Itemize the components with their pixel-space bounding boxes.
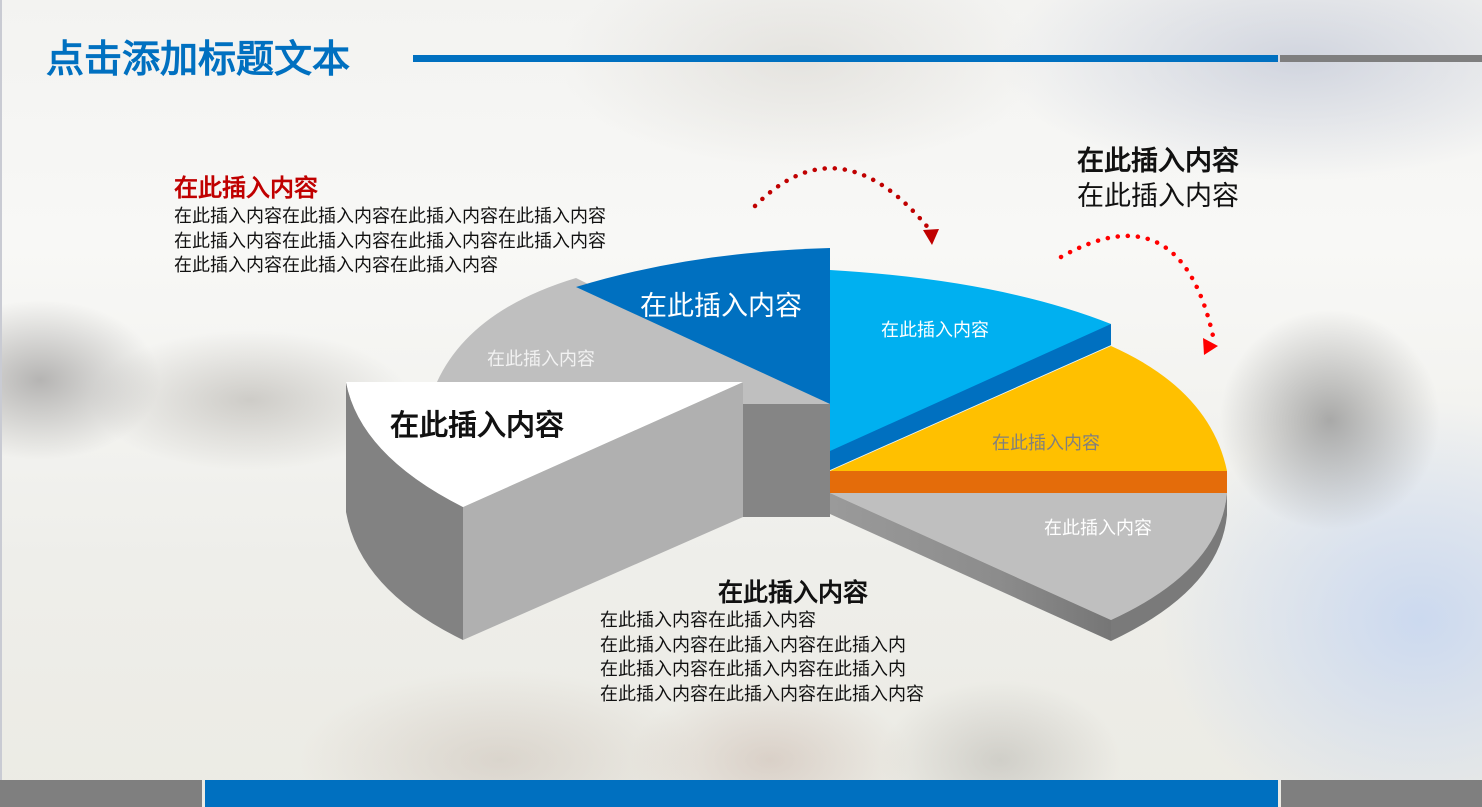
pie-label-cyan: 在此插入内容: [881, 320, 989, 341]
callout-bottom-heading[interactable]: 在此插入内容: [718, 578, 869, 607]
curved-dotted-arrow-icon: [1058, 233, 1218, 355]
pie-label-white-exploded: 在此插入内容: [390, 408, 565, 442]
pie-label-yellow: 在此插入内容: [992, 433, 1100, 454]
callout-top-right-heading[interactable]: 在此插入内容: [1077, 146, 1239, 177]
pie-label-dark-blue: 在此插入内容: [640, 291, 802, 322]
slide-left-edge: [0, 0, 2, 780]
pie-label-gray-front: 在此插入内容: [1044, 518, 1152, 539]
title-underline-blue: [413, 55, 1278, 62]
footer-bar-blue: [205, 780, 1278, 807]
callout-line: 在此插入内容在此插入内容在此插入内容: [174, 255, 498, 276]
pie-slice-cyan[interactable]: [830, 270, 1111, 470]
pie-label-gray-back: 在此插入内容: [487, 349, 595, 370]
callout-line: 在此插入内容在此插入内容在此插入内容: [600, 684, 924, 706]
pie-slice-yellow[interactable]: [830, 346, 1227, 493]
pie-slice-dark-blue[interactable]: [576, 248, 830, 404]
curved-dotted-arrow-icon: [752, 166, 939, 245]
footer-bar-gray-left: [0, 780, 202, 807]
callout-line: 在此插入内容在此插入内容在此插入内: [600, 634, 906, 656]
callout-line: 在此插入内容在此插入内容在此插入内: [600, 659, 906, 681]
callout-bottom-body[interactable]: 在此插入内容在此插入内容 在此插入内容在此插入内容在此插入内 在此插入内容在此插…: [600, 609, 924, 708]
callout-line: 在此插入内容在此插入内容在此插入内容在此插入内容: [174, 230, 606, 252]
title-underline-gray: [1280, 55, 1482, 62]
footer-bar-gray-right: [1281, 780, 1482, 807]
callout-top-left-body[interactable]: 在此插入内容在此插入内容在此插入内容在此插入内容 在此插入内容在此插入内容在此插…: [174, 205, 606, 279]
callout-top-right-subheading[interactable]: 在此插入内容: [1077, 181, 1239, 212]
pie-center-wall: [743, 404, 830, 517]
callout-line: 在此插入内容在此插入内容在此插入内容在此插入内容: [174, 206, 606, 227]
callout-line: 在此插入内容在此插入内容: [600, 610, 816, 631]
pie-slice-white-exploded[interactable]: [346, 382, 743, 640]
slide-title[interactable]: 点击添加标题文本: [46, 37, 351, 81]
pie-slice-gray-back[interactable]: [437, 278, 830, 430]
pie-slice-gray-front[interactable]: [830, 493, 1227, 641]
callout-top-left-heading[interactable]: 在此插入内容: [174, 174, 318, 202]
